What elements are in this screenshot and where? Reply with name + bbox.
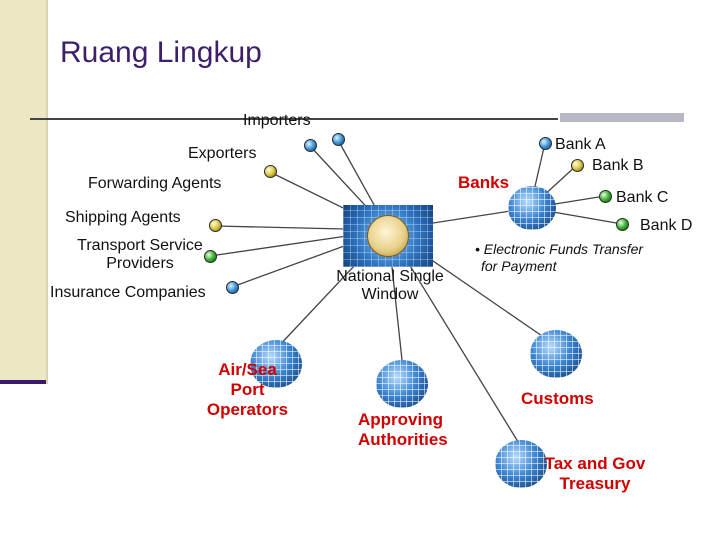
emblem-icon xyxy=(367,215,409,257)
banks-label: Banks xyxy=(458,173,510,192)
insurance-dot-icon xyxy=(226,281,239,294)
banks-globe-icon xyxy=(508,186,556,230)
bank-b-label: Bank B xyxy=(592,157,644,174)
customs-label: Customs xyxy=(521,389,594,408)
approving-globe-icon xyxy=(376,360,428,408)
port-label-line2: Port xyxy=(230,380,265,399)
bank-d-label: Bank D xyxy=(640,217,693,234)
national-single-window-image xyxy=(343,205,433,267)
transport-label: Transport Service Providers xyxy=(60,237,220,273)
transport-label-line2: Providers xyxy=(106,255,174,272)
vertical-rule xyxy=(46,0,48,384)
bank-c-dot-icon xyxy=(599,190,612,203)
bank-b-dot-icon xyxy=(571,159,584,172)
shipping-agents-dot-icon xyxy=(209,219,222,232)
slide-title: Ruang Lingkup xyxy=(60,36,262,69)
importers-dot-icon xyxy=(332,133,345,146)
forwarding-agents-label: Forwarding Agents xyxy=(88,175,222,192)
left-accent-bar xyxy=(0,0,46,383)
customs-globe-icon xyxy=(530,330,582,378)
shipping-agents-label: Shipping Agents xyxy=(65,209,181,226)
forwarding-agents-dot-icon xyxy=(264,165,277,178)
hub-label-line1: National Single xyxy=(336,268,444,285)
importers-label: Importers xyxy=(243,112,311,129)
eft-note: • Electronic Funds Transfer for Payment xyxy=(475,241,643,275)
eft-note-line1: • Electronic Funds Transfer xyxy=(475,241,644,257)
tax-treasury-label: Tax and Gov Treasury xyxy=(525,454,665,494)
bank-d-dot-icon xyxy=(616,218,629,231)
tax-globe-icon xyxy=(495,440,547,488)
approving-authorities-label: Approving Authorities xyxy=(358,410,448,450)
tax-label-line2: Treasury xyxy=(559,474,631,493)
hub-label-line2: Window xyxy=(361,286,419,303)
bank-c-label: Bank C xyxy=(616,189,669,206)
port-globe-icon xyxy=(250,340,302,388)
bank-a-label: Bank A xyxy=(555,136,606,153)
exporters-dot-icon xyxy=(304,139,317,152)
approving-label-line1: Approving xyxy=(358,410,443,429)
approving-label-line2: Authorities xyxy=(358,430,448,449)
port-label-line3: Operators xyxy=(206,400,289,419)
exporters-label: Exporters xyxy=(188,145,257,162)
horizontal-rule xyxy=(30,118,558,120)
tax-label-line1: Tax and Gov xyxy=(544,454,646,473)
transport-dot-icon xyxy=(204,250,217,263)
eft-note-line2: for Payment xyxy=(481,258,557,274)
insurance-label: Insurance Companies xyxy=(50,284,206,301)
horizontal-rule-accent xyxy=(560,113,684,122)
left-accent-bar-edge xyxy=(0,380,46,384)
port-label-line1: Air/Sea xyxy=(218,360,277,379)
bank-a-dot-icon xyxy=(539,137,552,150)
transport-label-line1: Transport Service xyxy=(77,237,203,254)
hub-label: National Single Window xyxy=(322,268,458,304)
port-operators-label: Air/Sea Port Operators xyxy=(190,360,305,420)
